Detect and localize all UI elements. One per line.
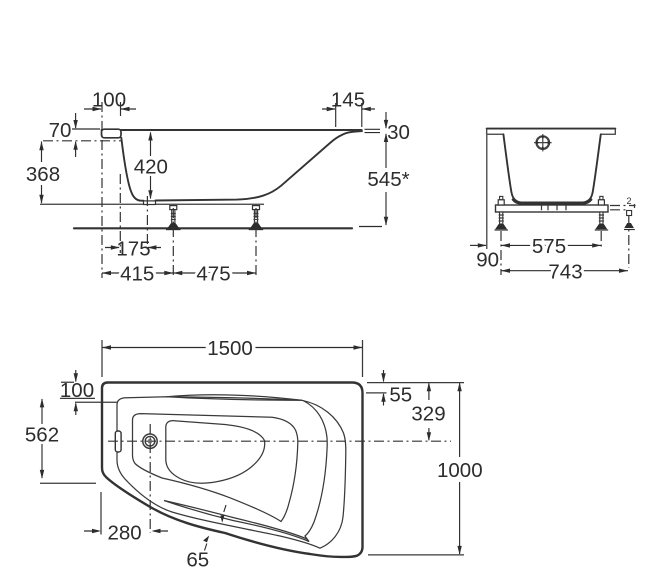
svg-text:575: 575 <box>532 235 566 258</box>
svg-text:175: 175 <box>116 238 150 261</box>
svg-text:1000: 1000 <box>437 459 483 482</box>
svg-text:475: 475 <box>196 262 230 285</box>
svg-text:280: 280 <box>107 521 141 544</box>
svg-text:545*: 545* <box>367 168 409 191</box>
svg-text:145: 145 <box>331 89 365 112</box>
svg-text:30: 30 <box>387 121 410 144</box>
svg-text:420: 420 <box>134 155 168 178</box>
svg-text:90: 90 <box>476 249 499 272</box>
svg-text:415: 415 <box>120 262 154 285</box>
svg-text:70: 70 <box>49 119 72 142</box>
svg-text:562: 562 <box>25 424 59 447</box>
svg-text:329: 329 <box>411 402 445 425</box>
svg-text:55: 55 <box>389 384 412 407</box>
svg-text:65: 65 <box>186 549 209 572</box>
svg-text:1500: 1500 <box>207 337 253 360</box>
svg-text:100: 100 <box>60 379 94 402</box>
svg-text:100: 100 <box>92 89 126 112</box>
svg-text:368: 368 <box>26 163 60 186</box>
svg-text:2: 2 <box>626 196 631 206</box>
svg-text:743: 743 <box>548 261 582 284</box>
